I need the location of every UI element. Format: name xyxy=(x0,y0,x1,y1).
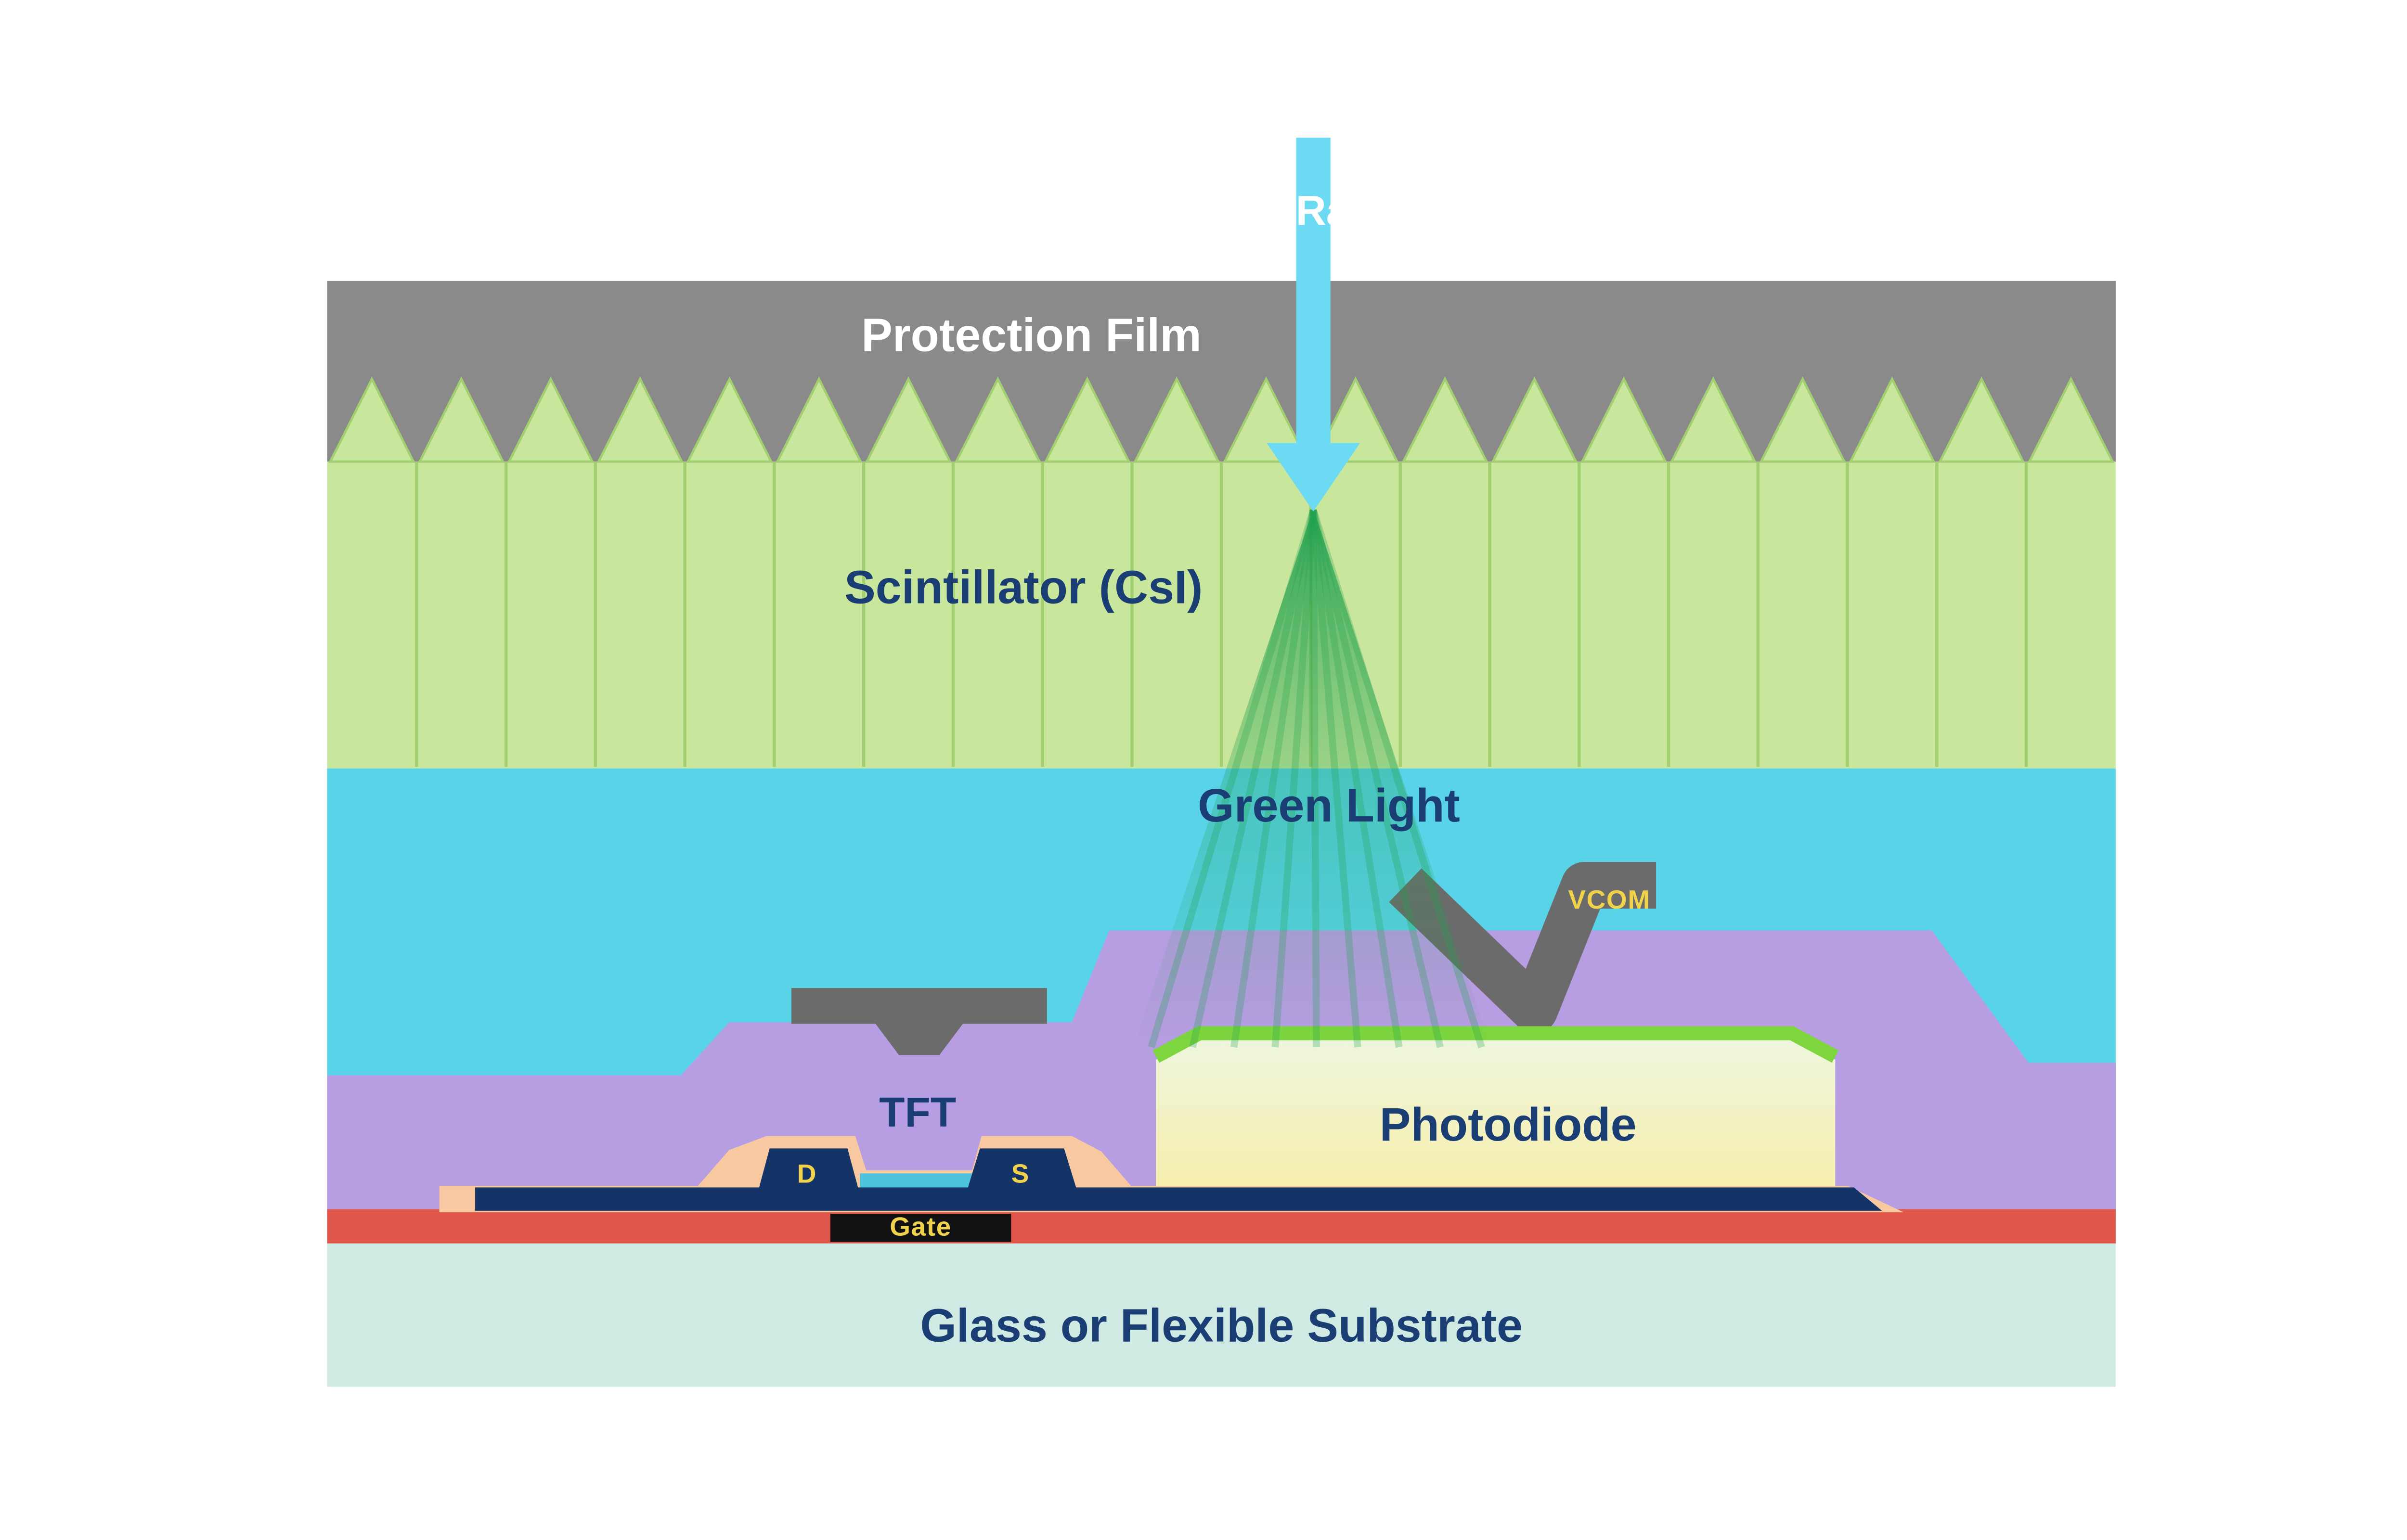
scintillator-needle xyxy=(1044,376,1131,463)
green-light-ray xyxy=(1309,510,1320,1048)
scintillator-needle xyxy=(1401,376,1488,463)
protection-film-label: Protection Film xyxy=(861,308,1202,361)
scintillator-label: Scintillator (CsI) xyxy=(844,561,1203,614)
scintillator-needle xyxy=(1312,376,1399,463)
metal-contact xyxy=(791,988,1047,1055)
green-light-ray xyxy=(1309,509,1403,1048)
green-light-ray xyxy=(1230,509,1317,1048)
gate-label: Gate xyxy=(890,1212,952,1242)
vcom-contact xyxy=(1389,861,1656,1033)
scintillator-needle xyxy=(417,376,505,463)
green-light-ray xyxy=(1310,509,1444,1048)
green-light-ray xyxy=(1309,509,1361,1048)
green-light-fan xyxy=(1131,508,1493,1053)
scintillator-needle xyxy=(686,376,773,463)
scintillator-needle xyxy=(328,376,415,463)
green-light-label: Green Light xyxy=(1198,779,1460,832)
vcom-label: VCOM xyxy=(1568,885,1650,914)
scintillator-needle xyxy=(775,376,863,463)
bottom-metal-bar xyxy=(475,1187,1882,1211)
drain-label: D xyxy=(797,1159,817,1189)
photodiode-body xyxy=(1156,1036,1836,1186)
scintillator-needle xyxy=(1849,376,1936,463)
green-light-ray xyxy=(1310,509,1485,1049)
photodiode-label: Photodiode xyxy=(1380,1098,1637,1151)
protection-film-layer xyxy=(327,281,2116,462)
substrate-label: Glass or Flexible Substrate xyxy=(920,1299,1523,1352)
xray-label: X-Ray xyxy=(1254,187,1373,234)
source-label: S xyxy=(1011,1159,1030,1189)
red-layer xyxy=(327,1209,2116,1244)
scintillator-needle xyxy=(865,376,952,463)
scintillator-needle xyxy=(1580,376,1668,463)
scintillator-needle xyxy=(954,376,1042,463)
green-light-ray xyxy=(1148,509,1317,1049)
gate-electrode xyxy=(830,1214,1011,1242)
green-light-ray xyxy=(1271,510,1317,1048)
tft-label: TFT xyxy=(879,1089,956,1136)
scintillator-needle xyxy=(1491,376,1578,463)
scintillator-needle xyxy=(1669,376,1757,463)
xray-arrow-shaft xyxy=(1296,138,1331,446)
xray-arrow-head xyxy=(1267,443,1360,512)
scintillator-needle xyxy=(1133,376,1220,463)
drain-electrode xyxy=(759,1148,859,1189)
scintillator-needle xyxy=(2027,376,2115,463)
scintillator-needle xyxy=(596,376,684,463)
scintillator-needle xyxy=(1222,376,1310,463)
green-light-ray xyxy=(1189,509,1317,1048)
green-light-rays xyxy=(1148,509,1485,1049)
scintillator-needle xyxy=(507,376,595,463)
substrate-layer xyxy=(327,1243,2116,1387)
scintillator-needle xyxy=(1938,376,2025,463)
scintillator-needle xyxy=(1759,376,1847,463)
source-electrode xyxy=(967,1148,1077,1189)
